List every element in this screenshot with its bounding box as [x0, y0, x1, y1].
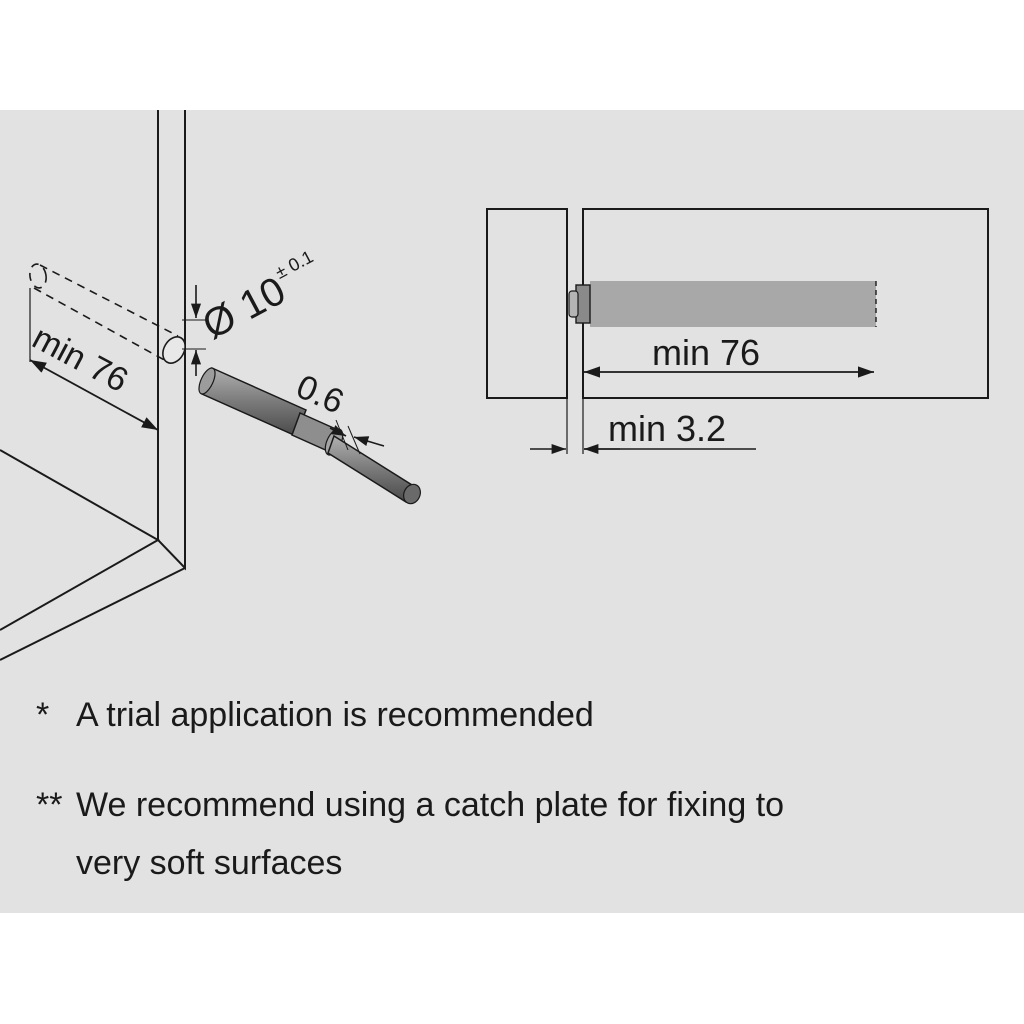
bore-section	[590, 281, 876, 327]
diameter-tolerance: ± 0.1	[272, 246, 317, 282]
diameter-symbol: Ø	[196, 294, 244, 347]
note-marker: *	[36, 696, 50, 734]
note-catch-plate: ** We recommend using a catch plate for f…	[36, 788, 784, 822]
note-catch-plate-continued: very soft surfaces	[76, 844, 343, 882]
section-depth-label: min 76	[652, 332, 760, 373]
door-panel	[486, 208, 568, 399]
cabinet-view: min 76 Ø 10 ± 0.1 0.6	[0, 110, 421, 661]
panel-gap-label: min 3.2	[608, 408, 726, 449]
drill-bore	[29, 263, 179, 363]
cabinet-shelf	[0, 449, 161, 631]
note-text: We recommend using a catch plate for fix…	[76, 786, 785, 824]
note-trial-application: * A trial application is recommended	[36, 698, 594, 732]
section-view: min 76 min 3.2	[486, 208, 989, 455]
push-latch-device	[198, 366, 421, 505]
note-marker: **	[36, 786, 63, 824]
bore-depth-line	[29, 359, 159, 431]
note-text: A trial application is recommended	[76, 696, 594, 734]
bore-opening	[162, 336, 186, 364]
